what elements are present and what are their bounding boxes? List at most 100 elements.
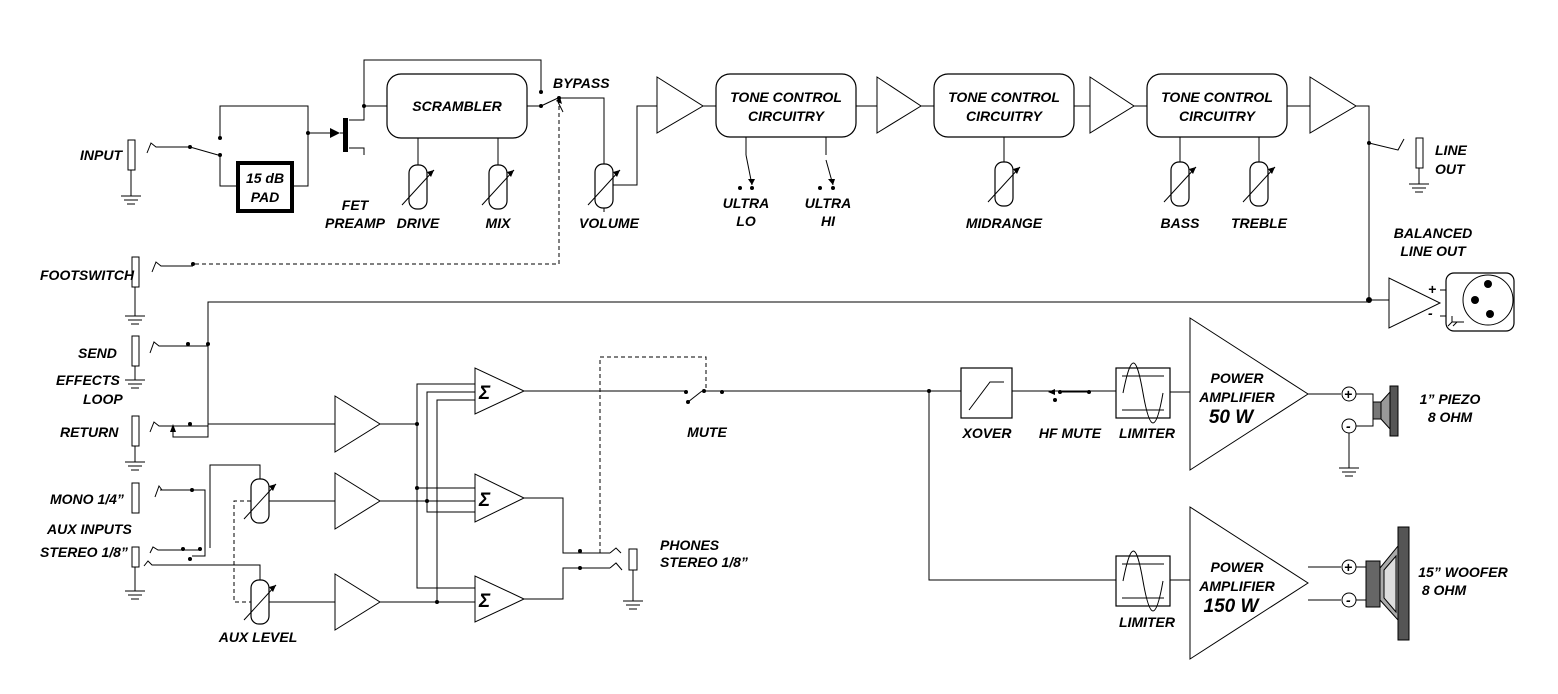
ultra-lo-label-1: ULTRA	[723, 195, 769, 211]
power-amp-50	[1189, 317, 1309, 471]
send-jack	[125, 335, 210, 389]
gain-stage-3	[1089, 76, 1135, 134]
loop-label: LOOP	[83, 391, 123, 407]
gain-stage-4	[1309, 76, 1357, 134]
effects-send-bus	[207, 301, 1369, 342]
treble-label: TREBLE	[1231, 215, 1288, 231]
tone1-label-2: CIRCUITRY	[748, 108, 826, 124]
limiter-2	[1115, 550, 1171, 612]
sum-amp-left	[474, 473, 526, 523]
sum-amp-right	[474, 575, 526, 623]
aux-amp-2	[334, 573, 381, 631]
mono-jack	[131, 482, 194, 514]
phones-label-1: PHONES	[660, 537, 720, 553]
midrange-label: MIDRANGE	[966, 215, 1043, 231]
input-jack	[121, 139, 192, 205]
power-amp-150	[1189, 506, 1309, 660]
piezo-minus: -	[1346, 418, 1351, 434]
mute-label: MUTE	[687, 424, 727, 440]
woofer-ohm-label: 8 OHM	[1422, 582, 1467, 598]
mute-control-line	[599, 356, 707, 553]
midrange-pot	[987, 137, 1021, 207]
gain-stage-2	[876, 76, 922, 134]
tone2-label-2: CIRCUITRY	[966, 108, 1044, 124]
effects-label: EFFECTS	[56, 372, 120, 388]
treble-pot	[1242, 137, 1276, 207]
phones-label-2: STEREO 1/8”	[660, 554, 748, 570]
aux-level-gang-line	[233, 500, 251, 603]
aux-level-pot-1	[243, 478, 335, 524]
sine-wave-icon	[1122, 362, 1164, 424]
limiter-1-label: LIMITER	[1119, 425, 1176, 441]
pad-switch	[189, 105, 330, 187]
xlr-connector-icon	[1462, 274, 1514, 326]
fet-symbol	[330, 104, 366, 155]
pad-label-2: PAD	[251, 189, 280, 205]
ultra-hi-label-2: HI	[821, 213, 836, 229]
line-out-jack	[1368, 137, 1429, 193]
return-amp	[334, 395, 381, 453]
hf-mute-switch	[1048, 389, 1091, 402]
line-out-label-2: OUT	[1435, 161, 1466, 177]
sine-wave-icon	[1122, 550, 1164, 612]
limiter-2-label: LIMITER	[1119, 614, 1176, 630]
hf-mute-label: HF MUTE	[1039, 425, 1102, 441]
tone3-label-2: CIRCUITRY	[1179, 108, 1257, 124]
pa50-label-1: POWER	[1211, 370, 1265, 386]
aux-amp-1	[334, 472, 381, 530]
ultra-lo-label-2: LO	[736, 213, 756, 229]
footswitch-control-line	[195, 100, 560, 265]
limiter-1	[1115, 362, 1171, 424]
bypass-label: BYPASS	[553, 75, 610, 91]
bypass-wire	[363, 59, 542, 106]
pa50-watts: 50 W	[1209, 407, 1255, 428]
ultra-hi-label-1: ULTRA	[805, 195, 851, 211]
line-out-label-1: LINE	[1435, 142, 1468, 158]
tone2-label-1: TONE CONTROL	[948, 89, 1060, 105]
aux-level-label: AUX LEVEL	[218, 629, 298, 645]
scrambler-label: SCRAMBLER	[412, 98, 502, 114]
highpass-icon	[968, 381, 1004, 411]
tone3-label-1: TONE CONTROL	[1161, 89, 1273, 105]
stereo-jack	[125, 546, 261, 600]
footswitch-label: FOOTSWITCH	[40, 267, 135, 283]
input-label: INPUT	[80, 147, 123, 163]
woofer-speaker-icon	[1365, 526, 1410, 641]
piezo-ohm-label: 8 OHM	[1428, 409, 1473, 425]
piezo-speaker-icon	[1372, 385, 1399, 437]
balanced-plus: +	[1428, 281, 1436, 297]
return-label: RETURN	[60, 424, 119, 440]
gain-stage-1	[656, 76, 704, 134]
drive-label: DRIVE	[397, 215, 440, 231]
xover-block	[960, 367, 1013, 419]
woofer-minus: -	[1346, 592, 1351, 608]
tone-block-3	[1146, 73, 1288, 138]
volume-pot	[587, 105, 657, 212]
ultra-hi-switch	[818, 137, 835, 190]
pad-box	[236, 161, 294, 213]
woofer-plus: +	[1344, 559, 1352, 575]
bass-pot	[1163, 137, 1197, 207]
sum-main-symbol: Σ	[478, 383, 491, 404]
aux-inputs-label: AUX INPUTS	[46, 521, 132, 537]
bass-label: BASS	[1161, 215, 1201, 231]
volume-label: VOLUME	[579, 215, 640, 231]
pa150-label-2: AMPLIFIER	[1198, 578, 1275, 594]
send-label: SEND	[78, 345, 117, 361]
pa150-label-1: POWER	[1211, 559, 1265, 575]
xlr-housing	[1445, 272, 1515, 332]
balanced-label-1: BALANCED	[1394, 225, 1473, 241]
fet-label-2: PREAMP	[325, 215, 386, 231]
aux-level-pot-2	[243, 579, 335, 625]
pad-label-1: 15 dB	[246, 170, 284, 186]
ultra-lo-switch	[738, 137, 755, 190]
pa150-watts: 150 W	[1204, 596, 1261, 617]
piezo-label: 1” PIEZO	[1420, 391, 1481, 407]
balanced-driver	[1388, 277, 1442, 329]
tone1-label-1: TONE CONTROL	[730, 89, 842, 105]
mix-pot	[481, 138, 515, 210]
balanced-label-2: LINE OUT	[1400, 243, 1467, 259]
mix-label: MIX	[486, 215, 513, 231]
sum-amp-main	[474, 367, 526, 415]
footswitch-jack	[125, 256, 195, 325]
